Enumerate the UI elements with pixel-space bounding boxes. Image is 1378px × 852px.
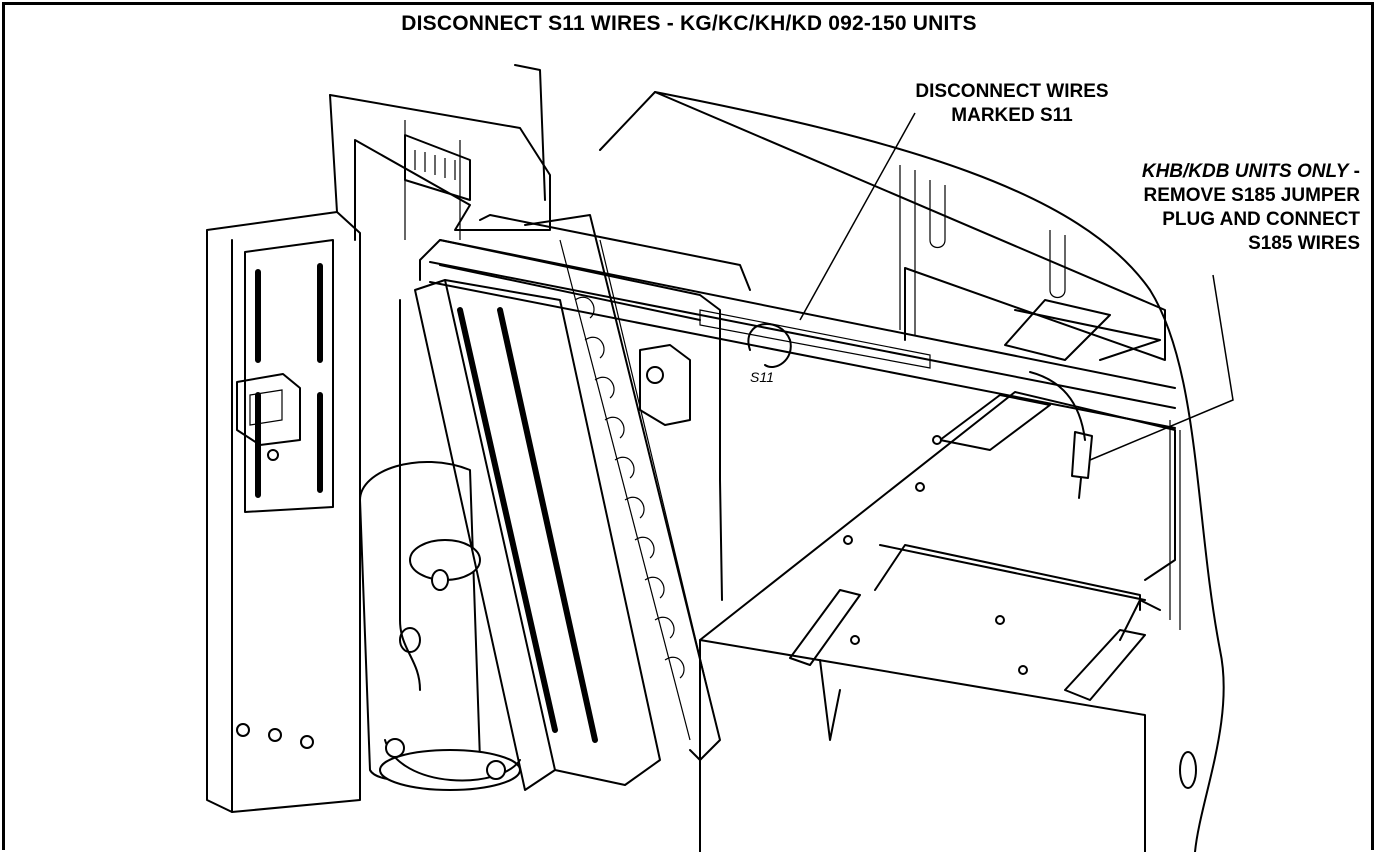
callout-khb-line3: PLUG AND CONNECT [1162,209,1360,230]
rear-panel [329,94,551,241]
back-wall [654,91,1166,361]
callout-khb-line4: S185 WIRES [1248,233,1360,254]
control-panel-front [206,211,361,813]
callout-khb-kdb: KHB/KDB UNITS ONLY - REMOVE S185 JUMPER … [1040,160,1360,256]
callout-disconnect-s11: DISCONNECT WIRES MARKED S11 [862,80,1162,128]
base-pan [699,391,1176,641]
callout-khb-italic: KHB/KDB UNITS ONLY [1141,161,1349,182]
s11-tag: S11 [750,369,774,385]
callout-khb-dash: - [1348,161,1360,182]
evaporator-coil [524,214,721,761]
callout-s11-line2: MARKED S11 [951,105,1073,126]
figure-title: DISCONNECT S11 WIRES - KG/KC/KH/KD 092-1… [401,12,977,35]
callout-khb-line1: KHB/KDB UNITS ONLY - [1040,160,1360,184]
s185-harness [1029,371,1086,441]
coil-return-bends [574,296,685,679]
callout-khb-line2: REMOVE S185 JUMPER [1143,185,1360,206]
access-panel [414,279,556,791]
leader-s185 [1089,274,1234,461]
top-rail [429,261,1176,409]
refrigerant-tubing [419,239,721,401]
s11-wire-loop [747,323,792,368]
leader-s11 [799,112,916,321]
s185-jumper-plug [1071,431,1093,479]
cutaway-outline [599,91,1225,852]
compressor [359,461,481,782]
callout-s11-line1: DISCONNECT WIRES [915,81,1109,102]
